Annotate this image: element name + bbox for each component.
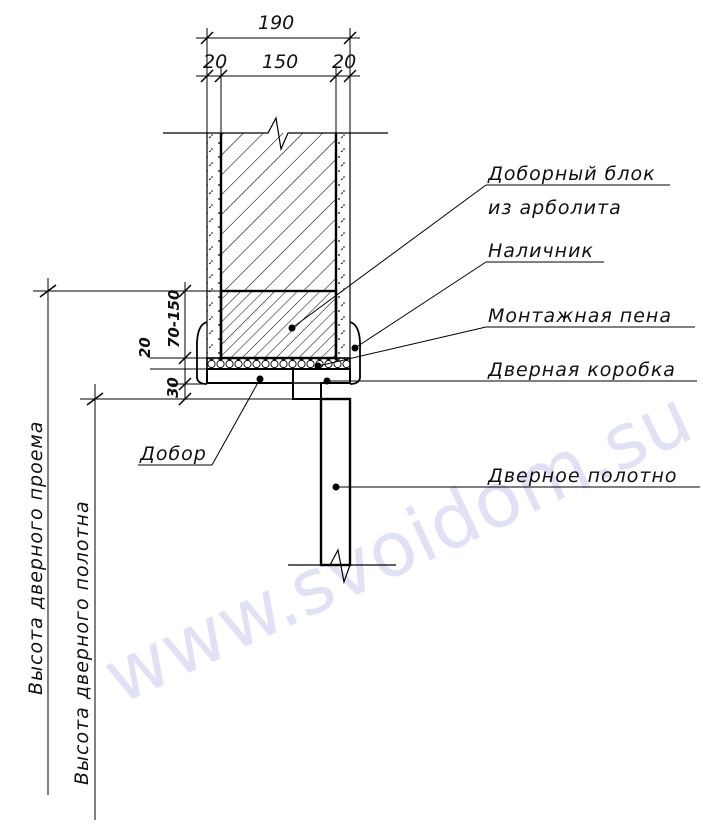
dim-total: 190 <box>258 12 294 34</box>
label-opening-height: Высота дверного проема <box>25 421 47 695</box>
door-extension-board <box>206 368 294 384</box>
callout-extension-block: Доборный блок <box>487 163 656 185</box>
dim-foam-height: 20 <box>136 337 154 358</box>
dim-block-height: 70-150 <box>165 290 183 348</box>
dim-left-layer: 20 <box>203 51 227 73</box>
callout-mounting-foam: Монтажная пена <box>488 305 672 327</box>
callout-door-extension: Добор <box>139 443 207 465</box>
label-leaf-height: Высота дверного полотна <box>71 500 93 785</box>
door-leaf <box>319 397 352 567</box>
callout-door-frame: Дверная коробка <box>487 359 676 381</box>
arbolite-block <box>219 289 338 360</box>
watermark: www.svoidom.su <box>90 372 703 722</box>
dim-right-layer: 20 <box>332 51 356 73</box>
wall-section <box>33 116 396 585</box>
casing-left <box>196 321 208 385</box>
dim-frame-height: 30 <box>164 377 182 398</box>
callout-door-leaf: Дверное полотно <box>487 465 678 487</box>
dimension-lines <box>39 28 360 820</box>
callout-extension-block-material: из арболита <box>488 197 622 219</box>
door-frame-profile <box>292 368 351 400</box>
casing-right <box>349 321 361 385</box>
dim-core: 150 <box>262 51 298 73</box>
leader-lines <box>138 184 700 491</box>
callout-casing: Наличник <box>488 240 594 262</box>
